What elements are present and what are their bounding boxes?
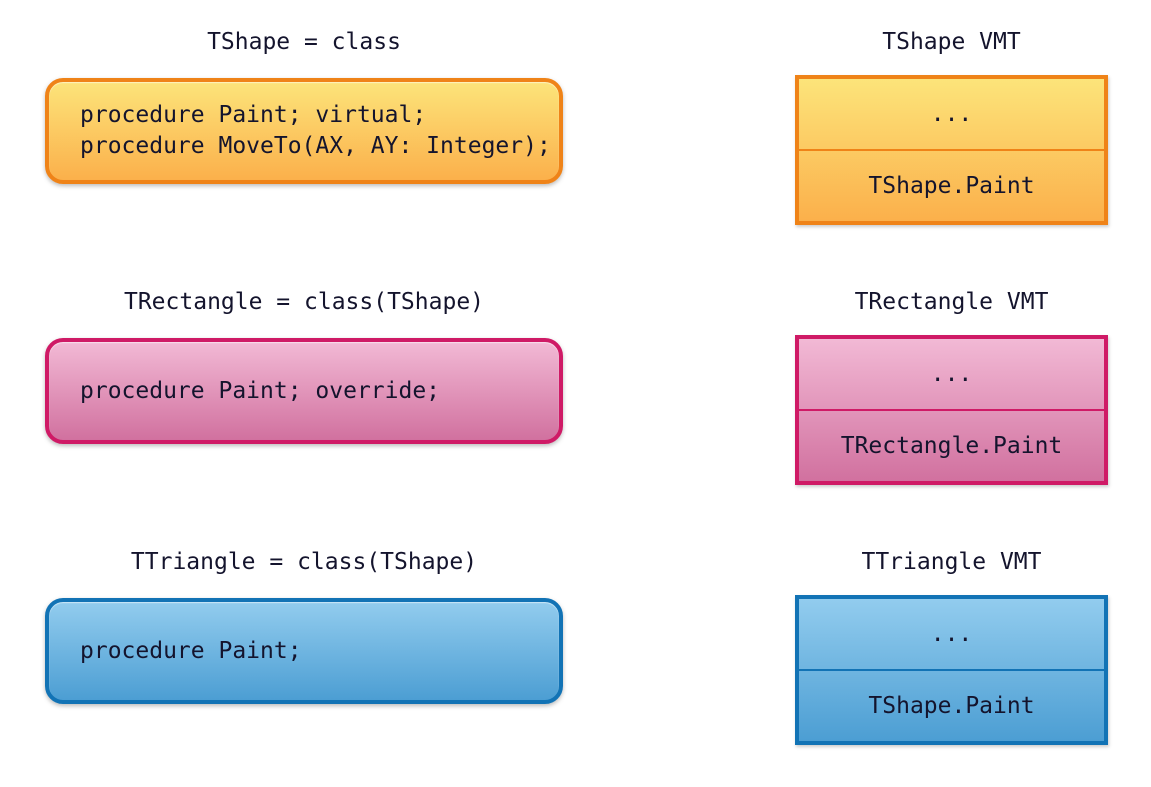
class-declaration-box: procedure Paint; override;: [45, 338, 563, 444]
class-declaration-box: procedure Paint;: [45, 598, 563, 704]
vmt-table: ... TShape.Paint: [795, 75, 1108, 225]
code-line: procedure Paint;: [80, 637, 302, 664]
class-declaration-box: procedure Paint; virtual; procedure Move…: [45, 78, 563, 184]
class-declaration-title: TRectangle = class(TShape): [123, 289, 485, 315]
vmt-ellipsis-cell: ...: [930, 361, 973, 387]
vmt-table: ... TShape.Paint: [795, 595, 1108, 745]
vmt-ellipsis-cell: ...: [930, 101, 973, 127]
code-line: procedure Paint; override;: [80, 377, 441, 404]
vmt-method-cell: TShape.Paint: [799, 149, 1104, 221]
row-tshape: TShape = class procedure Paint; virtual;…: [0, 20, 1151, 260]
code-line: procedure Paint; virtual;: [80, 102, 427, 128]
code-line: procedure MoveTo(AX, AY: Integer);: [80, 133, 551, 159]
row-ttriangle: TTriangle = class(TShape) procedure Pain…: [0, 540, 1151, 780]
class-declaration-title: TShape = class: [207, 29, 401, 55]
vmt-ellipsis-cell: ...: [930, 621, 973, 647]
vmt-title: TRectangle VMT: [854, 289, 1049, 315]
class-declaration-title: TTriangle = class(TShape): [130, 549, 478, 575]
row-trectangle: TRectangle = class(TShape) procedure Pai…: [0, 280, 1151, 520]
vmt-method-cell: TShape.Paint: [799, 669, 1104, 741]
vmt-table: ... TRectangle.Paint: [795, 335, 1108, 485]
vmt-title: TTriangle VMT: [861, 549, 1042, 575]
vmt-method-cell: TRectangle.Paint: [799, 409, 1104, 481]
vmt-title: TShape VMT: [882, 29, 1021, 55]
